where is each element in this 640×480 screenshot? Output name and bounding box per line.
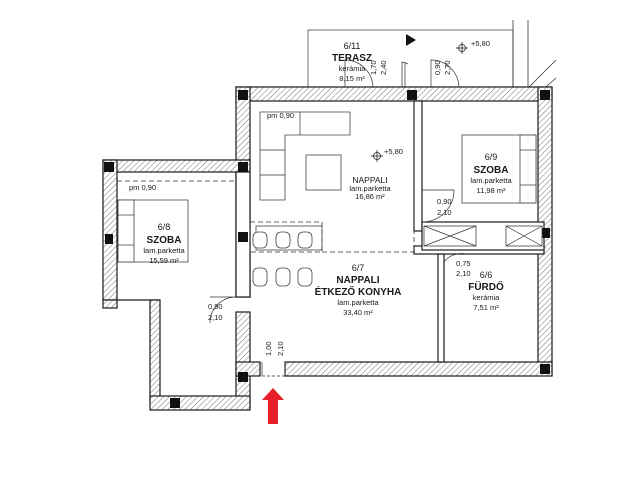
svg-text:2,70: 2,70 (443, 60, 452, 75)
svg-text:2,10: 2,10 (456, 269, 471, 278)
svg-text:6/9: 6/9 (485, 152, 498, 162)
furniture (117, 101, 543, 377)
dims-room-6-9-door: 0,90 2,10 (437, 197, 452, 217)
svg-text:NAPPALI: NAPPALI (352, 175, 387, 185)
svg-text:33,40 m²: 33,40 m² (343, 308, 373, 317)
north-triangle-icon (406, 34, 416, 46)
dims-bathroom-door: 0,75 2,10 (456, 259, 471, 278)
svg-text:+5,80: +5,80 (471, 39, 490, 48)
room-label-bathroom: 6/6 FÜRDŐ kerámia 7,51 m² (468, 270, 504, 312)
svg-text:2,40: 2,40 (379, 60, 388, 75)
svg-text:7,51 m²: 7,51 m² (473, 303, 499, 312)
svg-text:0,90: 0,90 (437, 197, 452, 206)
svg-text:lam.parketta: lam.parketta (470, 176, 512, 185)
svg-text:+5,80: +5,80 (384, 147, 403, 156)
svg-text:ÉTKEZŐ KONYHA: ÉTKEZŐ KONYHA (315, 285, 402, 298)
svg-text:2,10: 2,10 (437, 208, 452, 217)
svg-text:2,10: 2,10 (276, 341, 285, 356)
svg-text:2,10: 2,10 (208, 313, 223, 322)
dims-entrance-door: 1,00 2,10 (264, 341, 285, 356)
svg-text:lam.parketta: lam.parketta (337, 298, 379, 307)
svg-text:0,90: 0,90 (433, 60, 442, 75)
svg-text:SZOBA: SZOBA (147, 235, 182, 246)
room-label-living-zone: NAPPALI lam.parketta 16,86 m² (349, 175, 391, 201)
room-label-bedroom-6-8: 6/8 SZOBA lam.parketta 15,59 m² (143, 222, 185, 265)
svg-text:FÜRDŐ: FÜRDŐ (468, 280, 504, 293)
dims-room-6-8-door: 0,90 2,10 (208, 302, 223, 322)
dims-terrace-door-right: 0,90 2,70 (433, 60, 452, 75)
svg-text:11,98 m²: 11,98 m² (476, 186, 506, 195)
svg-text:lam.parketta: lam.parketta (349, 184, 391, 193)
sill-height-living: pm 0,90 (267, 111, 294, 120)
dims-terrace-door-left: 1,70 2,40 (369, 60, 388, 75)
svg-text:TERASZ: TERASZ (332, 53, 372, 64)
room-label-living-dining-kitchen: 6/7 NAPPALI ÉTKEZŐ KONYHA lam.parketta 3… (315, 263, 402, 317)
level-marker-icon (456, 42, 468, 54)
structural-columns (104, 90, 550, 408)
svg-text:16,86 m²: 16,86 m² (355, 192, 385, 201)
svg-text:1,70: 1,70 (369, 60, 378, 75)
sill-height-bedroom-6-8: pm 0,90 (129, 183, 156, 192)
svg-text:lam.parketta: lam.parketta (143, 246, 185, 255)
room-label-terrace: 6/11 TERASZ kerámia 8,15 m² (332, 41, 372, 83)
entrance-arrow-icon (262, 388, 284, 424)
svg-text:8,15 m²: 8,15 m² (339, 74, 365, 83)
svg-text:SZOBA: SZOBA (474, 165, 509, 176)
svg-text:NAPPALI: NAPPALI (336, 275, 379, 286)
svg-text:6/8: 6/8 (158, 222, 171, 232)
svg-text:kerámia: kerámia (339, 64, 367, 73)
svg-text:1,00: 1,00 (264, 341, 273, 356)
svg-text:kerámia: kerámia (473, 293, 501, 302)
level-marker-icon (371, 150, 383, 162)
svg-text:6/6: 6/6 (480, 270, 493, 280)
svg-text:6/11: 6/11 (344, 41, 361, 51)
room-label-bedroom-6-9: 6/9 SZOBA lam.parketta 11,98 m² (470, 152, 512, 195)
level-marker-living: +5,80 (371, 147, 403, 162)
svg-text:0,90: 0,90 (208, 302, 223, 311)
svg-text:6/7: 6/7 (352, 263, 365, 273)
svg-text:0,75: 0,75 (456, 259, 471, 268)
svg-text:15,59 m²: 15,59 m² (149, 256, 179, 265)
level-marker-terrace: +5,80 (456, 39, 490, 54)
